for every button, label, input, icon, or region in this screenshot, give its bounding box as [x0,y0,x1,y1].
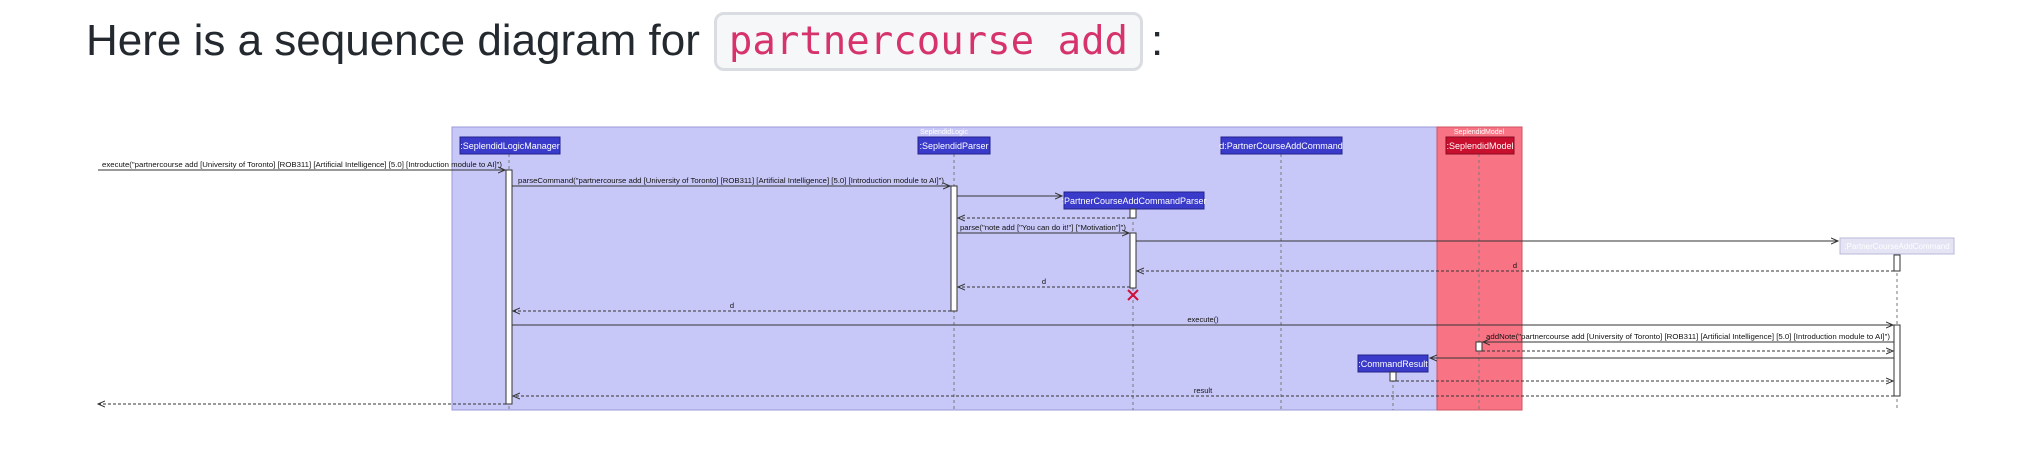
participant-logic-manager-box [459,136,561,155]
message-result-label: result [1194,386,1213,395]
participant-add-command-box [1839,237,1955,255]
activation-add-command-1 [1893,254,1901,272]
activation-logic-manager [505,169,513,405]
activation-parser [950,185,958,312]
heading-text: Here is a sequence diagram for [86,16,700,65]
participant-logic-manager-label: :SeplendidLogicManager [460,141,560,151]
message-parse-command-label: parseCommand("partnercourse add [Univers… [518,176,945,185]
activation-course-parser-2 [1129,232,1137,289]
message-add-note-label: addNote("partnercourse add [University o… [1486,332,1891,341]
activation-model [1475,341,1483,352]
group-logic-title: SeplendidLogic [920,129,968,136]
message-execute-command-label: execute() [1187,315,1219,324]
participant-command-box [1220,136,1343,155]
activation-add-command-2 [1893,324,1901,397]
message-return-d-1-label: d [1513,261,1517,270]
participant-model-box [1445,136,1515,155]
heading-code: partnercourse add [713,11,1144,71]
message-return-d-3-label: d [730,301,734,310]
participant-model-label: :SeplendidModel [1446,141,1513,151]
page-heading: Here is a sequence diagram for partnerco… [86,8,1163,74]
participant-parser-box [917,136,991,155]
group-model-title: SeplendidModel [1454,129,1505,136]
participant-parser-label: :SeplendidParser [919,141,988,151]
activation-course-parser-1 [1129,208,1137,219]
participant-command-label: d:PartnerCourseAddCommand [1219,141,1343,151]
message-parse-label: parse("note add ["You can do it!"] ["Mot… [960,223,1127,232]
participant-add-command-label: :PartnerCourseAddCommand [1844,242,1949,251]
heading-colon: : [1151,16,1164,65]
message-execute-label: execute("partnercourse add [University o… [102,160,503,169]
activation-command-result [1389,371,1397,382]
group-logic-box [451,126,1438,411]
sequence-diagram: SeplendidLogic SeplendidModel :Seplendid… [0,126,1955,411]
participant-course-parser-label: :PartnerCourseAddCommandParser [1061,196,1206,206]
participant-command-result-label: :CommandResult [1358,359,1428,369]
message-return-d-2-label: d [1042,277,1046,286]
destroy-marker [1127,289,1139,301]
